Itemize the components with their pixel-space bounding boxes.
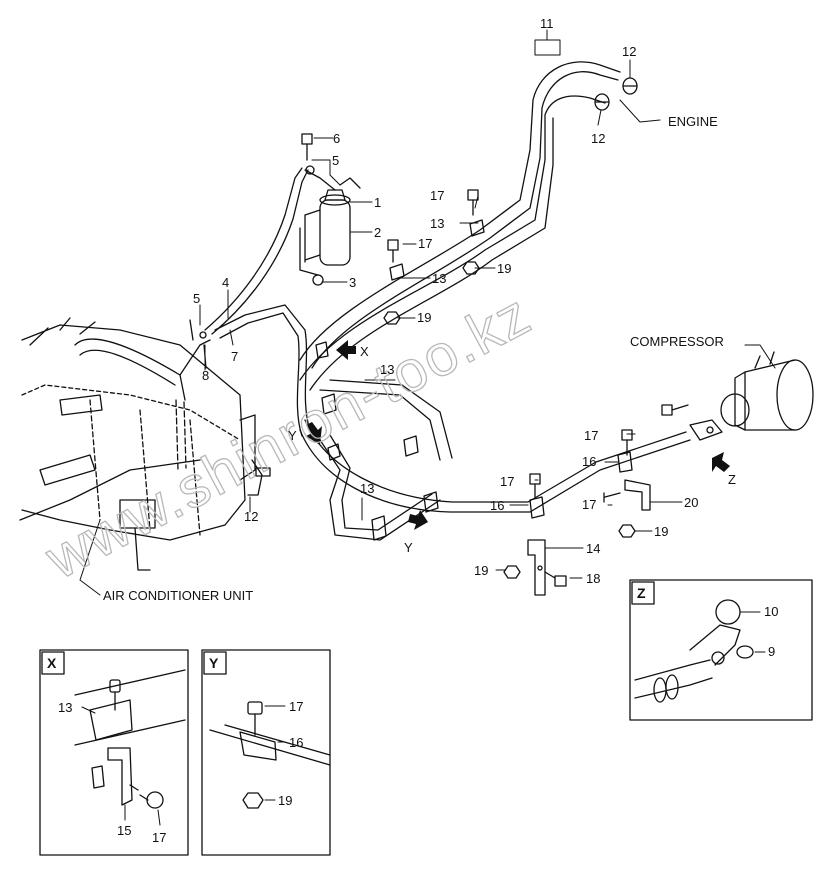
callout-x-13: 13 bbox=[58, 700, 72, 715]
detail-box-z bbox=[629, 579, 813, 721]
callout-13-d: 13 bbox=[360, 481, 374, 496]
callout-19-a: 19 bbox=[497, 261, 511, 276]
view-z-letter: Z bbox=[637, 585, 646, 601]
callout-11: 11 bbox=[540, 16, 554, 31]
callout-2: 2 bbox=[374, 225, 381, 240]
bracket-20 bbox=[624, 479, 651, 511]
callout-17-b: 17 bbox=[418, 236, 432, 251]
callout-12-bottom: 12 bbox=[244, 509, 258, 524]
pipe-to-compressor bbox=[299, 379, 691, 541]
arrow-y1-label: Y bbox=[288, 428, 297, 443]
callout-18: 18 bbox=[586, 571, 600, 586]
callout-x-15: 15 bbox=[117, 823, 131, 838]
callout-17-e: 17 bbox=[582, 497, 596, 512]
callout-3: 3 bbox=[349, 275, 356, 290]
callout-20: 20 bbox=[684, 495, 698, 510]
callout-7: 7 bbox=[231, 349, 238, 364]
view-y-letter: Y bbox=[209, 655, 219, 671]
receiver-drier bbox=[299, 169, 361, 286]
callout-1: 1 bbox=[374, 195, 381, 210]
clamps bbox=[315, 219, 633, 541]
callout-y-17: 17 bbox=[289, 699, 303, 714]
arrow-y2-label: Y bbox=[404, 540, 413, 555]
callout-6: 6 bbox=[333, 131, 340, 146]
callout-13-b: 13 bbox=[432, 271, 446, 286]
compressor bbox=[689, 351, 814, 441]
callout-16-a: 16 bbox=[582, 454, 596, 469]
callout-z-9: 9 bbox=[768, 644, 775, 659]
callout-19-d: 19 bbox=[474, 563, 488, 578]
air-conditioner-unit bbox=[19, 317, 256, 571]
hose-11 bbox=[299, 61, 621, 391]
callout-12-mid: 12 bbox=[591, 131, 605, 146]
compressor-bolt bbox=[661, 404, 689, 416]
callout-5-left: 5 bbox=[193, 291, 200, 306]
callout-17-a: 17 bbox=[430, 188, 444, 203]
view-arrows[interactable] bbox=[306, 340, 730, 530]
callout-19-b: 19 bbox=[417, 310, 431, 325]
detail-box-y bbox=[201, 649, 331, 856]
callout-13-a: 13 bbox=[430, 216, 444, 231]
arrow-z-label: Z bbox=[728, 472, 736, 487]
arrow-x-label: X bbox=[360, 344, 369, 359]
callout-8: 8 bbox=[202, 368, 209, 383]
callout-13-c: 13 bbox=[380, 362, 394, 377]
view-x-letter: X bbox=[47, 655, 57, 671]
callout-x-17: 17 bbox=[152, 830, 166, 845]
bolts-nuts bbox=[189, 133, 636, 587]
callout-17-d: 17 bbox=[500, 474, 514, 489]
callout-y-19: 19 bbox=[278, 793, 292, 808]
callout-5-top: 5 bbox=[332, 153, 339, 168]
detail-box-x bbox=[39, 649, 189, 856]
callout-14: 14 bbox=[586, 541, 600, 556]
callout-4: 4 bbox=[222, 275, 229, 290]
callout-19-c: 19 bbox=[654, 524, 668, 539]
callout-17-c: 17 bbox=[584, 428, 598, 443]
compressor-label: COMPRESSOR bbox=[630, 334, 724, 349]
air-conditioner-unit-label: AIR CONDITIONER UNIT bbox=[103, 588, 253, 603]
engine-label: ENGINE bbox=[668, 114, 718, 129]
hose-to-receiver bbox=[204, 167, 311, 437]
hose-clamps-12 bbox=[594, 77, 638, 111]
callout-16-b: 16 bbox=[490, 498, 504, 513]
callout-z-10: 10 bbox=[764, 604, 778, 619]
callout-y-16: 16 bbox=[289, 735, 303, 750]
callout-12-top: 12 bbox=[622, 44, 636, 59]
bracket-14 bbox=[527, 539, 546, 596]
leader-lines bbox=[79, 29, 776, 596]
